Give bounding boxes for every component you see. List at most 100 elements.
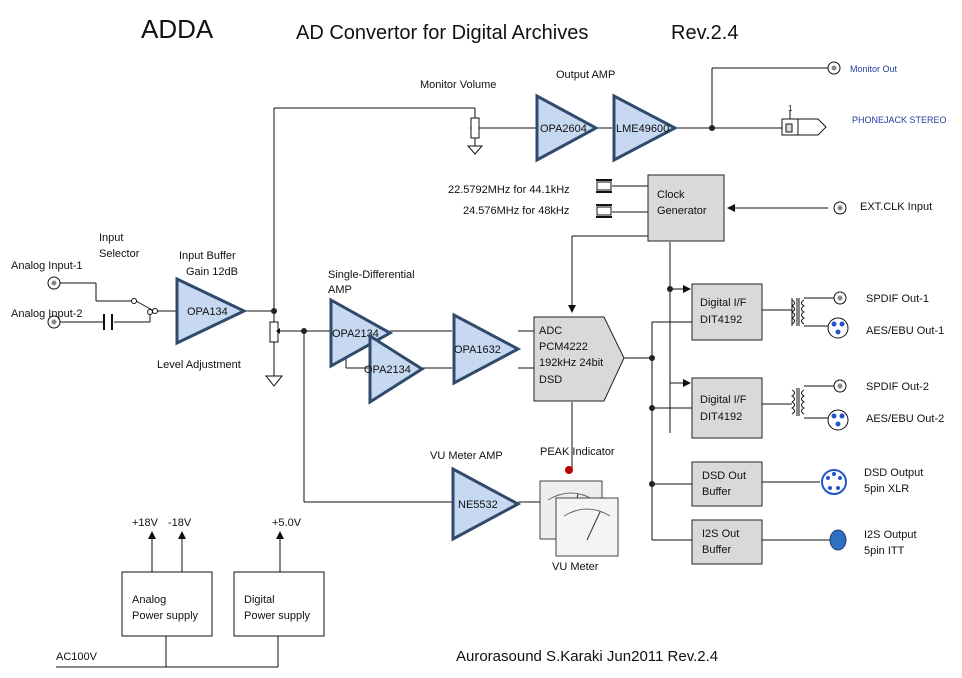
analog-input-1-label: Analog Input-1 xyxy=(11,260,83,272)
spdif-out-1-label: SPDIF Out-1 xyxy=(866,293,929,305)
title-revision: Rev.2.4 xyxy=(671,22,738,44)
input-selector-label-2: Selector xyxy=(99,248,140,260)
plus5-label: +5.0V xyxy=(272,517,302,529)
svg-text:OPA134: OPA134 xyxy=(187,306,228,318)
svg-text:Digital I/F: Digital I/F xyxy=(700,394,747,406)
ext-clk-jack xyxy=(833,201,847,215)
vu-amp-label: VU Meter AMP xyxy=(430,450,503,462)
svg-text:DIT4192: DIT4192 xyxy=(700,314,742,326)
ac100-label: AC100V xyxy=(56,651,98,663)
junction-dots xyxy=(271,125,715,487)
plus18-label: +18V xyxy=(132,517,159,529)
aes-out-2-xlr xyxy=(827,409,849,431)
single-diff-label-1: Single-Differential xyxy=(328,269,415,281)
svg-text:NE5532: NE5532 xyxy=(458,499,498,511)
clock-44-label: 22.5792MHz for 44.1kHz xyxy=(448,184,570,196)
amp-opa2134-a: OPA2134 xyxy=(329,297,394,369)
output-amp-label: Output AMP xyxy=(556,69,615,81)
svg-text:Power supply: Power supply xyxy=(132,610,199,622)
svg-text:Digital: Digital xyxy=(244,594,275,606)
dsd-out-buffer-block: DSD Out Buffer xyxy=(691,461,763,507)
title-center: AD Convertor for Digital Archives xyxy=(296,22,588,44)
amp-ne5532: NE5532 xyxy=(451,466,522,542)
svg-text:I2S Out: I2S Out xyxy=(702,528,739,540)
input-selector-switch xyxy=(131,298,158,315)
dsd-output-label-1: DSD Output xyxy=(864,467,923,479)
phonejack-pin-label: 1 xyxy=(788,104,793,113)
adc-block: ADC PCM4222 192kHz 24bit DSD xyxy=(533,316,625,402)
dsd-output-xlr-5pin xyxy=(821,469,847,495)
monitor-volume-pot xyxy=(470,117,486,139)
crystal-icon xyxy=(596,179,612,218)
aes-out-2-label: AES/EBU Out-2 xyxy=(866,413,944,425)
labels: Monitor Volume Output AMP Monitor Out PH… xyxy=(11,64,947,663)
monitor-volume-label: Monitor Volume xyxy=(420,79,496,91)
footer-credit: Aurorasound S.Karaki Jun2011 Rev.2.4 xyxy=(456,648,718,665)
svg-text:Analog: Analog xyxy=(132,594,166,606)
i2s-out-buffer-block: I2S Out Buffer xyxy=(691,519,763,565)
svg-text:192kHz 24bit: 192kHz 24bit xyxy=(539,357,603,369)
input-buffer-label-1: Input Buffer xyxy=(179,250,236,262)
digital-power-supply-block: Digital Power supply xyxy=(233,571,325,637)
single-diff-label-2: AMP xyxy=(328,284,352,296)
peak-indicator-led xyxy=(565,466,573,474)
svg-text:OPA2134: OPA2134 xyxy=(332,328,379,340)
spdif-out-2-jack xyxy=(833,379,847,393)
dsd-output-label-2: 5pin XLR xyxy=(864,483,909,495)
analog-power-supply-block: Analog Power supply xyxy=(121,571,213,637)
digital-if-block-2: Digital I/F DIT4192 xyxy=(691,377,763,439)
ext-clk-label: EXT.CLK Input xyxy=(860,201,932,213)
level-adjust-label: Level Adjustment xyxy=(157,359,241,371)
svg-text:ADC: ADC xyxy=(539,325,562,337)
amp-opa1632: OPA1632 xyxy=(452,312,522,386)
i2s-output-label-2: 5pin ITT xyxy=(864,545,905,557)
aes-out-1-label: AES/EBU Out-1 xyxy=(866,325,944,337)
monitor-out-label: Monitor Out xyxy=(850,64,898,74)
svg-text:PCM4222: PCM4222 xyxy=(539,341,588,353)
digital-if-block-1: Digital I/F DIT4192 xyxy=(691,283,763,341)
minus18-label: -18V xyxy=(168,517,192,529)
phonejack-icon xyxy=(781,111,827,136)
wiring xyxy=(54,67,834,668)
svg-text:DSD: DSD xyxy=(539,374,562,386)
amp-opa2134-b: OPA2134 xyxy=(364,333,425,405)
level-adjust-pot xyxy=(269,321,286,343)
clock-48-label: 24.576MHz for 48kHz xyxy=(463,205,569,217)
aes-out-1-xlr xyxy=(827,317,849,339)
svg-text:Buffer: Buffer xyxy=(702,544,731,556)
svg-text:DSD Out: DSD Out xyxy=(702,470,746,482)
coupling-capacitor xyxy=(103,314,113,330)
spdif-out-1-jack xyxy=(833,291,847,305)
spdif-out-2-label: SPDIF Out-2 xyxy=(866,381,929,393)
svg-text:OPA2604: OPA2604 xyxy=(540,123,587,135)
amp-lme49600: LME49600 xyxy=(612,93,679,163)
title-left: ADDA xyxy=(141,14,214,44)
phonejack-label: PHONEJACK STEREO xyxy=(852,115,947,125)
svg-text:DIT4192: DIT4192 xyxy=(700,411,742,423)
monitor-out-jack xyxy=(827,61,841,75)
svg-text:Digital I/F: Digital I/F xyxy=(700,297,747,309)
svg-text:OPA2134: OPA2134 xyxy=(364,364,411,376)
ground-symbol xyxy=(264,375,284,387)
vu-meter-label: VU Meter xyxy=(552,561,599,573)
svg-text:Generator: Generator xyxy=(657,205,707,217)
transformer-icon-2 xyxy=(791,388,805,416)
amp-opa2604: OPA2604 xyxy=(535,93,600,163)
input-selector-label-1: Input xyxy=(99,232,123,244)
svg-text:Buffer: Buffer xyxy=(702,486,731,498)
svg-text:OPA1632: OPA1632 xyxy=(454,344,501,356)
amp-opa134: OPA134 xyxy=(175,276,248,346)
svg-text:Power supply: Power supply xyxy=(244,610,311,622)
svg-text:LME49600: LME49600 xyxy=(616,123,669,135)
i2s-output-connector xyxy=(829,529,847,551)
input-buffer-label-2: Gain 12dB xyxy=(186,266,238,278)
transformer-icon-1 xyxy=(791,298,805,326)
vu-meter-icon xyxy=(539,480,619,557)
clock-generator-block: Clock Generator xyxy=(647,174,725,242)
peak-indicator-label: PEAK Indicator xyxy=(540,446,615,458)
svg-text:Clock: Clock xyxy=(657,189,685,201)
i2s-output-label-1: I2S Output xyxy=(864,529,917,541)
analog-input-2-label: Analog Input-2 xyxy=(11,308,83,320)
